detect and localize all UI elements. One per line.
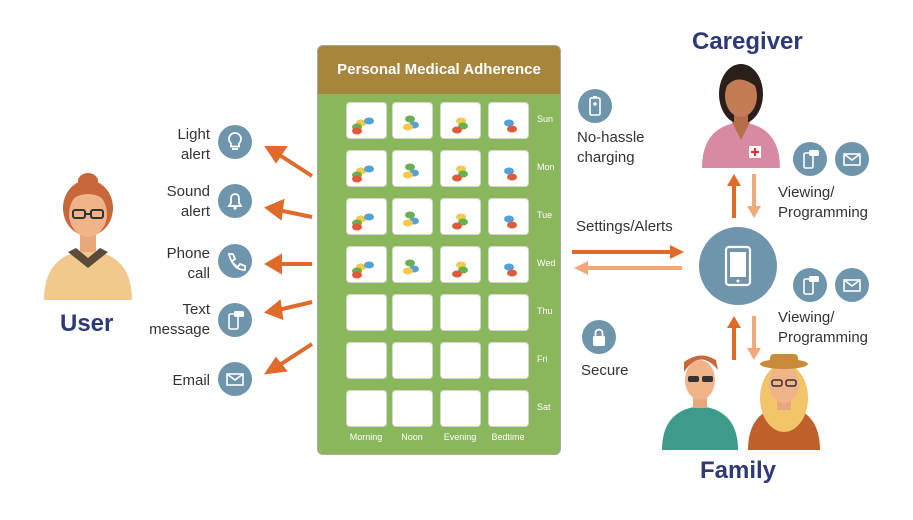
pill-slot xyxy=(346,150,387,187)
pill-slot xyxy=(488,198,529,235)
caregiver-arrows xyxy=(727,174,761,218)
pills-icon xyxy=(403,211,419,227)
pills-icon xyxy=(403,115,419,131)
pills-icon xyxy=(403,259,419,275)
lightbulb-icon xyxy=(218,125,252,159)
pills-icon xyxy=(452,261,468,278)
pill-slot xyxy=(392,342,433,379)
email-label: Email xyxy=(172,372,210,389)
caregiver-avatar xyxy=(702,64,780,168)
time-of-day-label: Bedtime xyxy=(491,432,525,442)
secure-label: Secure xyxy=(581,362,629,379)
user-label: User xyxy=(60,310,114,337)
alert-arrows xyxy=(263,146,314,375)
pills-icon xyxy=(504,215,517,229)
pills-icon xyxy=(352,165,374,183)
pill-slot xyxy=(346,102,387,139)
pill-slot xyxy=(392,246,433,283)
pills-icon xyxy=(352,261,374,279)
pill-slot xyxy=(392,150,433,187)
pills-icon xyxy=(452,213,468,230)
time-of-day-label: Noon xyxy=(401,432,423,442)
settings-arrows xyxy=(572,245,684,275)
pill-slot xyxy=(440,294,481,331)
envelope-icon xyxy=(218,362,252,396)
charging-label: No-hassle charging xyxy=(577,129,645,166)
family-envelope-icon xyxy=(835,268,869,302)
pill-slot xyxy=(440,150,481,187)
pill-slot xyxy=(488,102,529,139)
time-of-day-label: Morning xyxy=(349,432,383,442)
pills-icon xyxy=(403,163,419,179)
day-label: Fri xyxy=(537,354,548,364)
settings-alerts-label: Settings/Alerts xyxy=(576,218,673,235)
text-message-label: Text message xyxy=(149,301,210,338)
pill-slot xyxy=(346,246,387,283)
day-label: Sun xyxy=(537,114,554,124)
pill-slot xyxy=(440,198,481,235)
pills-icon xyxy=(504,167,517,181)
caregiver-sms-icon xyxy=(793,142,827,176)
phone-call-label: Phone call xyxy=(166,245,210,282)
user-avatar xyxy=(44,173,132,300)
pill-slot xyxy=(440,390,481,427)
pills-icon xyxy=(452,165,468,182)
pill-slot xyxy=(488,294,529,331)
pill-slot xyxy=(440,342,481,379)
pill-slot xyxy=(488,342,529,379)
pill-slot xyxy=(346,342,387,379)
pill-slot xyxy=(488,390,529,427)
family-link-label: Viewing/ Programming xyxy=(778,309,869,346)
phone-icon xyxy=(218,244,252,278)
pills-icon xyxy=(352,213,374,231)
pill-slot xyxy=(392,198,433,235)
day-label: Wed xyxy=(537,258,556,268)
device-title: Personal Medical Adherence xyxy=(318,46,560,94)
pill-slot xyxy=(392,102,433,139)
family-avatars xyxy=(662,354,820,450)
day-label: Mon xyxy=(537,162,555,172)
pill-slot xyxy=(392,294,433,331)
light-alert-label: Light alert xyxy=(177,126,210,163)
caregiver-link-label: Viewing/ Programming xyxy=(778,184,869,221)
pill-slot xyxy=(346,294,387,331)
caregiver-envelope-icon xyxy=(835,142,869,176)
pill-slot xyxy=(346,390,387,427)
pill-slot xyxy=(440,246,481,283)
battery-icon xyxy=(578,89,612,123)
time-of-day-label: Evening xyxy=(443,432,477,442)
pill-slot xyxy=(488,150,529,187)
smartphone-icon xyxy=(699,227,777,305)
day-label: Sat xyxy=(537,402,551,412)
family-arrows xyxy=(727,316,761,360)
pill-slot xyxy=(440,102,481,139)
pills-icon xyxy=(504,263,517,277)
sms-phone-icon xyxy=(218,303,252,337)
pills-icon xyxy=(452,117,468,134)
pill-slot xyxy=(346,198,387,235)
bell-icon xyxy=(218,184,252,218)
day-label: Thu xyxy=(537,306,553,316)
pill-slot xyxy=(488,246,529,283)
lock-icon xyxy=(582,320,616,354)
pill-slot xyxy=(392,390,433,427)
pills-icon xyxy=(352,117,374,135)
day-label: Tue xyxy=(537,210,553,220)
caregiver-label: Caregiver xyxy=(692,28,803,55)
family-label: Family xyxy=(700,457,777,484)
family-sms-icon xyxy=(793,268,827,302)
sound-alert-label: Sound alert xyxy=(166,183,210,220)
pills-icon xyxy=(504,119,517,133)
